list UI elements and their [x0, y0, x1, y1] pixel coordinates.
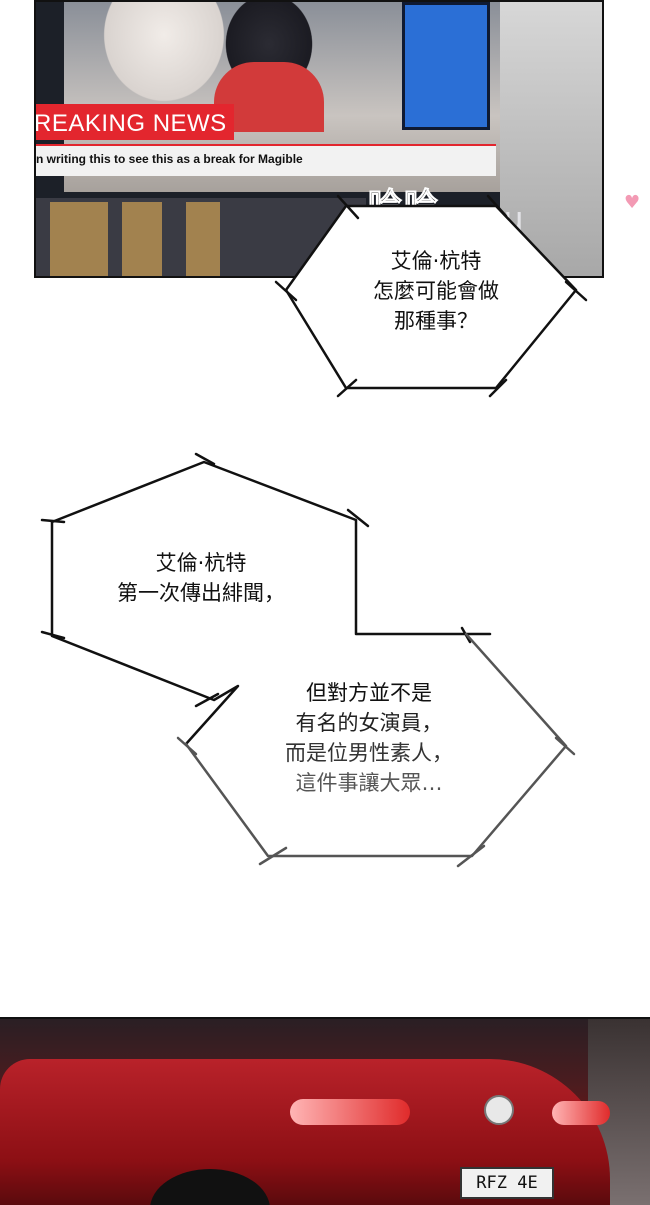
top-panel: REAKING NEWS n writing this to see this … [34, 0, 604, 278]
shutter [186, 202, 220, 276]
heart-icon: ♥ [624, 192, 641, 213]
blue-screen [402, 2, 490, 130]
breaking-news-banner: REAKING NEWS [34, 104, 234, 140]
bubble-line: 艾倫·杭特 [155, 551, 247, 575]
bubble-line: 這件事讓大眾… [295, 771, 443, 795]
bubble-line: 而是位男性素人， [285, 741, 453, 765]
speech-bubble-2: 艾倫·杭特 第一次傳出緋聞， [96, 548, 306, 608]
shutter [122, 202, 162, 276]
bubble-line: 那種事？ [394, 309, 478, 333]
speech-bubble-1: 艾倫·杭特 怎麼可能會做 那種事？ [331, 246, 541, 336]
license-plate: RFZ 4E [460, 1167, 554, 1199]
bubble-2-outline [50, 460, 492, 636]
bottom-panel-car: RFZ 4E [0, 1017, 650, 1205]
car-tail-light [552, 1101, 610, 1125]
bubble-line: 怎麼可能會做 [373, 279, 499, 303]
car-logo-icon [484, 1095, 514, 1125]
speech-bubble-3: 但對方並不是 有名的女演員， 而是位男性素人， 這件事讓大眾… [262, 678, 476, 798]
news-ticker-text: n writing this to see this as a break fo… [36, 152, 303, 166]
bubble-line: 第一次傳出緋聞， [117, 581, 285, 605]
tv-figure-a [94, 2, 234, 112]
bubble-line: 有名的女演員， [295, 711, 443, 735]
news-ticker: n writing this to see this as a break fo… [36, 144, 496, 176]
car-tail-light [290, 1099, 410, 1125]
breaking-news-text: REAKING NEWS [34, 110, 227, 137]
shutter [50, 202, 108, 276]
bubble-line: 艾倫·杭特 [390, 249, 482, 273]
bubble-line: 但對方並不是 [306, 681, 432, 705]
